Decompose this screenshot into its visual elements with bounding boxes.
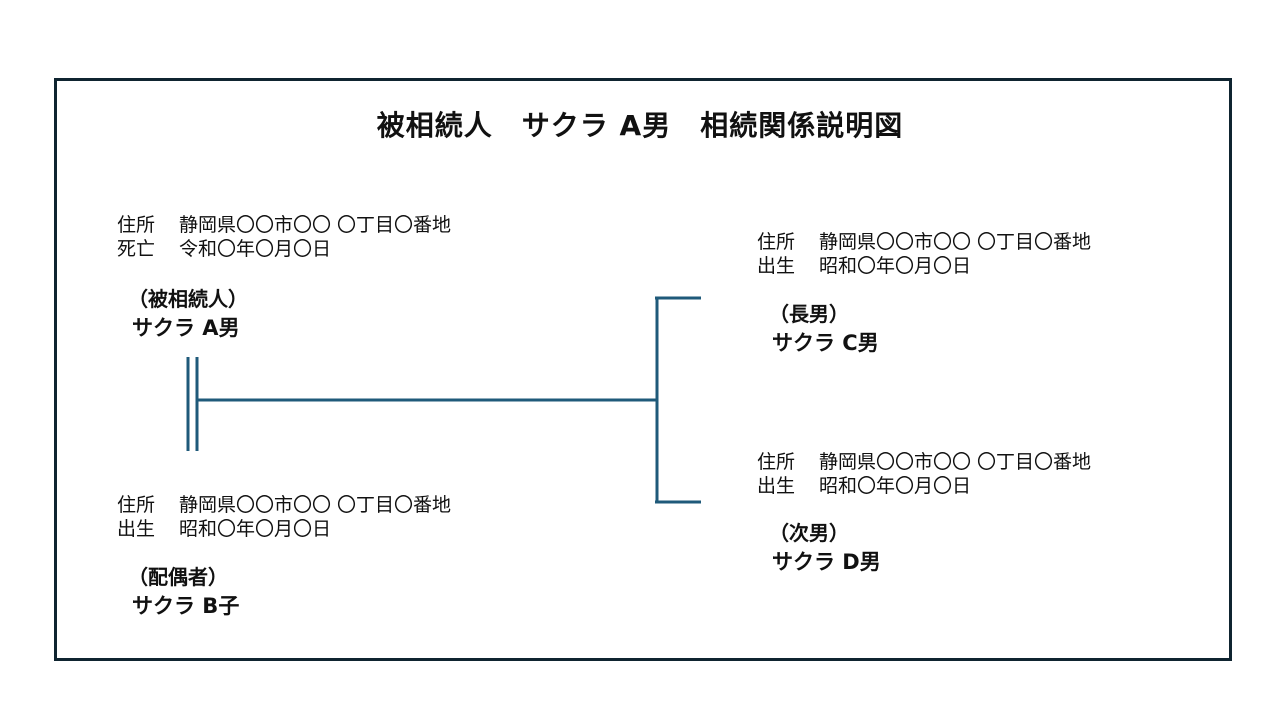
spouse-birth-key: 出生 [117, 518, 156, 540]
eldest-son-name: サクラ C男 [772, 331, 879, 355]
second-son-role: （次男） [769, 521, 849, 545]
deceased-address-line: 住所 静岡県〇〇市〇〇 〇丁目〇番地 [117, 213, 451, 237]
eldest-son-address-key: 住所 [757, 231, 796, 253]
deceased-role: （被相続人） [128, 287, 248, 311]
deceased-info: 住所 静岡県〇〇市〇〇 〇丁目〇番地 死亡 令和〇年〇月〇日 [117, 213, 451, 261]
second-son-name: サクラ D男 [772, 550, 881, 574]
eldest-son-address-line: 住所 静岡県〇〇市〇〇 〇丁目〇番地 [757, 230, 1091, 254]
second-son-birth-key: 出生 [757, 475, 796, 497]
deceased-death-key: 死亡 [117, 238, 156, 260]
deceased-name: サクラ A男 [132, 316, 240, 340]
spouse-birth-line: 出生 昭和〇年〇月〇日 [117, 517, 451, 541]
eldest-son-birth-line: 出生 昭和〇年〇月〇日 [757, 254, 1091, 278]
second-son-info: 住所 静岡県〇〇市〇〇 〇丁目〇番地 出生 昭和〇年〇月〇日 [757, 450, 1091, 498]
second-son-birth-line: 出生 昭和〇年〇月〇日 [757, 474, 1091, 498]
deceased-address-value: 静岡県〇〇市〇〇 〇丁目〇番地 [179, 214, 452, 236]
second-son-address-key: 住所 [757, 451, 796, 473]
second-son-birth-value: 昭和〇年〇月〇日 [819, 475, 972, 497]
second-son-address-line: 住所 静岡県〇〇市〇〇 〇丁目〇番地 [757, 450, 1091, 474]
deceased-address-key: 住所 [117, 214, 156, 236]
eldest-son-address-value: 静岡県〇〇市〇〇 〇丁目〇番地 [819, 231, 1092, 253]
eldest-son-info: 住所 静岡県〇〇市〇〇 〇丁目〇番地 出生 昭和〇年〇月〇日 [757, 230, 1091, 278]
spouse-address-line: 住所 静岡県〇〇市〇〇 〇丁目〇番地 [117, 493, 451, 517]
second-son-address-value: 静岡県〇〇市〇〇 〇丁目〇番地 [819, 451, 1092, 473]
spouse-name: サクラ B子 [132, 594, 240, 618]
spouse-address-key: 住所 [117, 494, 156, 516]
spouse-address-value: 静岡県〇〇市〇〇 〇丁目〇番地 [179, 494, 452, 516]
deceased-death-value: 令和〇年〇月〇日 [179, 238, 332, 260]
diagram-title: 被相続人 サクラ A男 相続関係説明図 [376, 109, 904, 142]
eldest-son-birth-value: 昭和〇年〇月〇日 [819, 255, 972, 277]
diagram-frame [54, 78, 1232, 661]
deceased-death-line: 死亡 令和〇年〇月〇日 [117, 237, 451, 261]
eldest-son-role: （長男） [769, 302, 849, 326]
spouse-role: （配偶者） [128, 565, 228, 589]
spouse-birth-value: 昭和〇年〇月〇日 [179, 518, 332, 540]
spouse-info: 住所 静岡県〇〇市〇〇 〇丁目〇番地 出生 昭和〇年〇月〇日 [117, 493, 451, 541]
eldest-son-birth-key: 出生 [757, 255, 796, 277]
